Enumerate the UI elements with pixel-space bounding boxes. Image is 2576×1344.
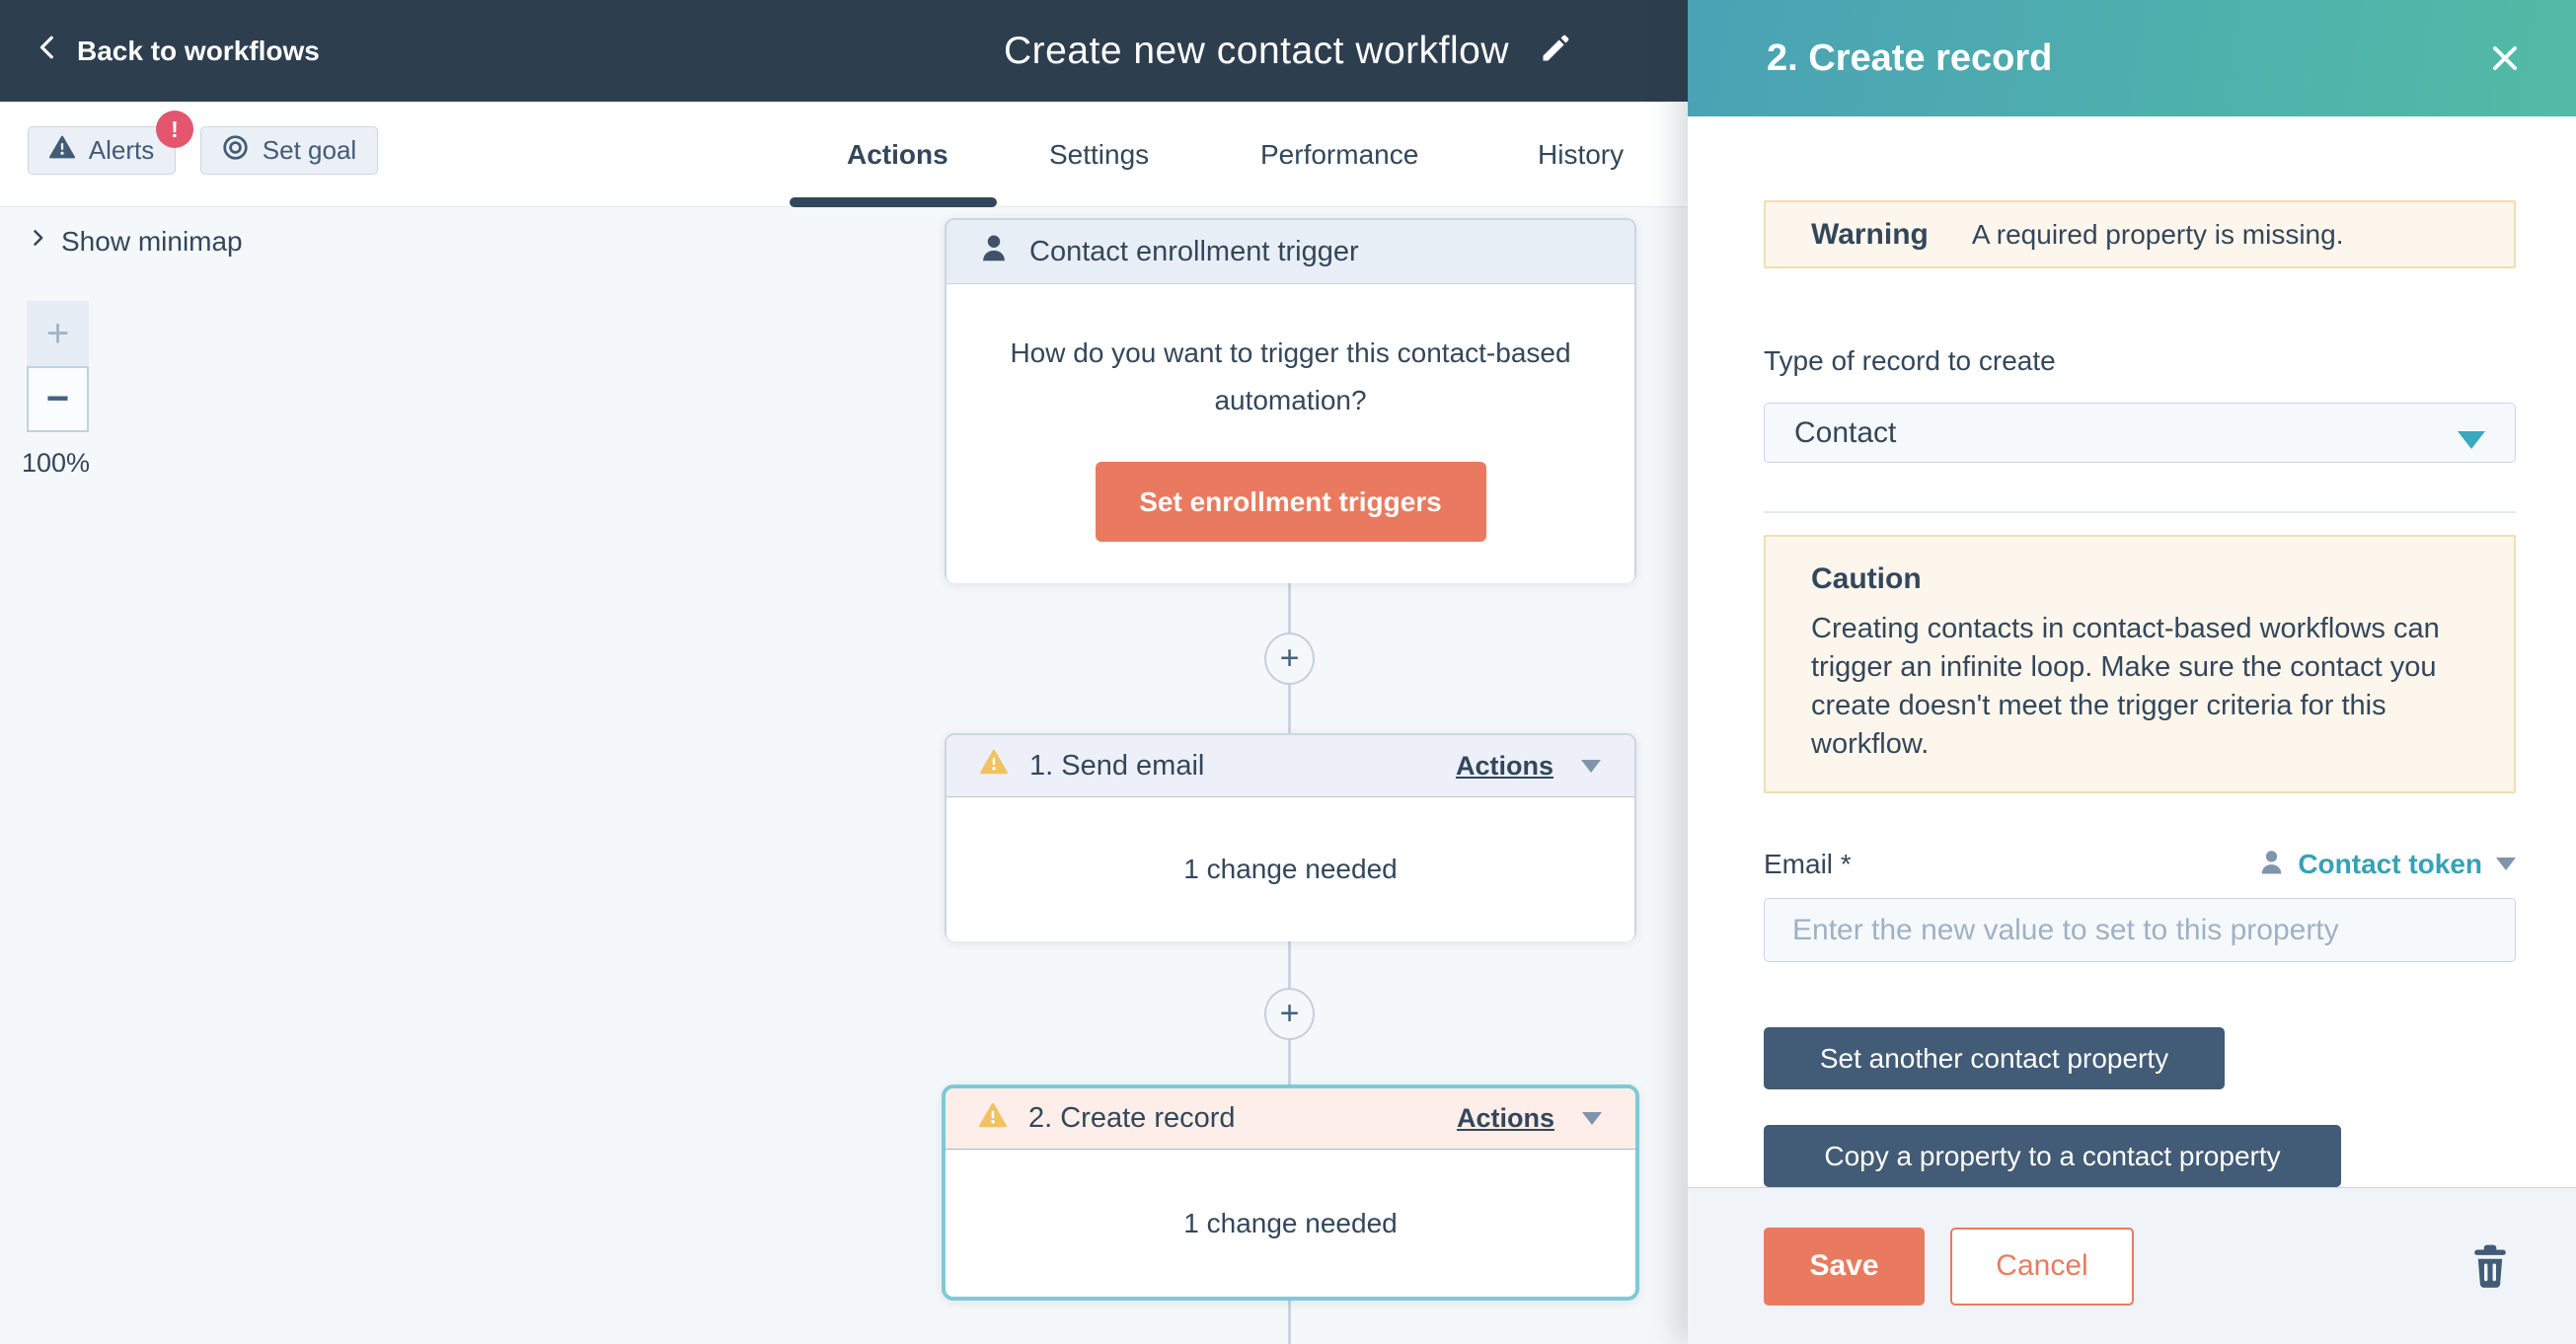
set-goal-label: Set goal xyxy=(262,135,357,165)
caution-message: Creating contacts in contact-based workf… xyxy=(1811,612,2440,760)
workflow-title-wrap: Create new contact workflow xyxy=(1004,0,1572,102)
cancel-button[interactable]: Cancel xyxy=(1950,1227,2134,1306)
warning-triangle-icon xyxy=(979,1102,1007,1136)
trigger-card-body: How do you want to trigger this contact-… xyxy=(947,284,1634,583)
contact-token-dropdown[interactable]: Contact token xyxy=(2259,849,2516,880)
set-enrollment-triggers-button[interactable]: Set enrollment triggers xyxy=(1095,462,1486,542)
zoom-in-button[interactable]: + xyxy=(27,301,89,366)
copy-property-button[interactable]: Copy a property to a contact property xyxy=(1764,1125,2341,1187)
send-email-card-title: 1. Send email xyxy=(1029,749,1205,782)
zoom-level: 100% xyxy=(22,448,91,478)
add-action-button[interactable]: + xyxy=(1264,988,1315,1040)
plus-icon: + xyxy=(45,311,70,355)
chevron-left-icon xyxy=(36,31,61,71)
trigger-card[interactable]: Contact enrollment trigger How do you wa… xyxy=(945,218,1636,583)
back-label: Back to workflows xyxy=(77,35,320,66)
email-value-input[interactable] xyxy=(1764,897,2516,963)
active-tab-underline xyxy=(790,197,997,207)
email-field-label: Email * xyxy=(1764,848,1852,879)
email-field-row: Email * Contact token xyxy=(1764,849,2516,880)
show-minimap-label: Show minimap xyxy=(61,225,243,257)
set-goal-button[interactable]: Set goal xyxy=(200,126,378,175)
warning-callout: Warning A required property is missing. xyxy=(1764,200,2516,269)
minus-icon: − xyxy=(45,377,70,420)
alerts-label: Alerts xyxy=(88,135,155,165)
create-record-panel: 2. Create record Warning A required prop… xyxy=(1688,0,2576,1344)
workflow-title: Create new contact workflow xyxy=(1003,29,1510,72)
create-record-card-header: 2. Create record Actions xyxy=(946,1088,1635,1150)
chevron-right-icon xyxy=(28,225,47,258)
warning-triangle-icon xyxy=(980,749,1008,783)
section-divider xyxy=(1764,511,2516,513)
caret-down-icon xyxy=(1581,759,1601,773)
tab-actions[interactable]: Actions xyxy=(847,139,948,170)
alerts-count-badge: ! xyxy=(156,111,193,148)
send-email-card-header: 1. Send email Actions xyxy=(947,735,1634,797)
caution-callout: Caution Creating contacts in contact-bas… xyxy=(1764,534,2516,793)
send-email-actions-menu[interactable]: Actions xyxy=(1455,750,1553,781)
panel-header: 2. Create record xyxy=(1688,0,2576,116)
tab-performance[interactable]: Performance xyxy=(1260,139,1419,170)
panel-body: Warning A required property is missing. … xyxy=(1688,116,2576,1187)
warning-message: A required property is missing. xyxy=(1971,218,2344,250)
contact-token-label: Contact token xyxy=(2298,848,2482,879)
connector-line xyxy=(1288,583,1291,1344)
person-icon xyxy=(2259,849,2284,880)
set-another-property-button[interactable]: Set another contact property xyxy=(1764,1027,2225,1090)
alerts-button[interactable]: Alerts xyxy=(28,126,176,175)
trash-icon[interactable] xyxy=(2464,1236,2516,1296)
add-action-button[interactable]: + xyxy=(1264,633,1315,685)
record-type-value: Contact xyxy=(1794,415,1897,449)
warning-title: Warning xyxy=(1811,217,1929,251)
panel-title: 2. Create record xyxy=(1767,37,2053,79)
save-button[interactable]: Save xyxy=(1764,1227,1925,1306)
panel-footer: Save Cancel xyxy=(1688,1187,2576,1344)
person-icon xyxy=(980,233,1008,270)
show-minimap-toggle[interactable]: Show minimap xyxy=(28,225,243,258)
zoom-out-button[interactable]: − xyxy=(27,366,89,432)
record-type-label: Type of record to create xyxy=(1764,345,2056,377)
caret-down-icon xyxy=(1582,1112,1602,1125)
bullseye-icon xyxy=(222,134,249,168)
caution-title: Caution xyxy=(1811,561,1922,595)
trigger-card-header: Contact enrollment trigger xyxy=(947,220,1634,284)
action-card-send-email[interactable]: 1. Send email Actions 1 change needed xyxy=(945,733,1636,941)
caret-down-icon xyxy=(2496,858,2516,871)
action-card-create-record[interactable]: 2. Create record Actions 1 change needed xyxy=(942,1084,1639,1301)
trigger-question: How do you want to trigger this contact-… xyxy=(1010,337,1571,415)
create-record-actions-menu[interactable]: Actions xyxy=(1456,1103,1554,1133)
back-to-workflows-link[interactable]: Back to workflows xyxy=(36,0,320,102)
pencil-icon[interactable] xyxy=(1539,32,1572,70)
trigger-card-title: Contact enrollment trigger xyxy=(1029,235,1359,267)
record-type-select[interactable]: Contact xyxy=(1764,403,2516,464)
alert-triangle-icon xyxy=(48,135,75,166)
close-icon[interactable] xyxy=(2481,35,2529,82)
caret-down-icon xyxy=(2458,431,2485,450)
create-record-card-status: 1 change needed xyxy=(946,1150,1635,1297)
create-record-card-title: 2. Create record xyxy=(1028,1102,1236,1134)
send-email-card-status: 1 change needed xyxy=(947,797,1634,941)
tab-history[interactable]: History xyxy=(1538,139,1625,170)
tab-settings[interactable]: Settings xyxy=(1049,139,1150,170)
